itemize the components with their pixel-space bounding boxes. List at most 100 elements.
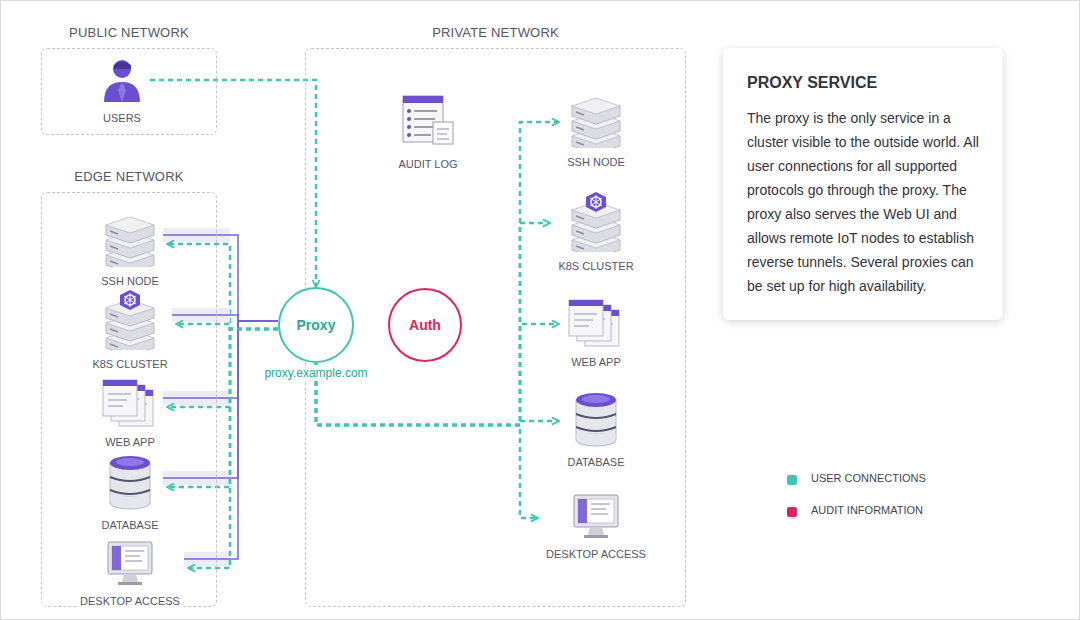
icon-shape [578,499,587,523]
web-icon [99,376,161,432]
icon-shape [433,122,453,144]
icon-shape [106,217,154,233]
icon-shape [576,246,584,249]
icon-shape [565,296,627,348]
icon-shape [103,380,137,386]
network-region: EDGE NETWORKSSH NODEK8S CLUSTERWEB APPDA… [41,192,217,607]
icon-shape [578,499,614,523]
node-label: DATABASE [99,519,160,531]
icon-shape [118,582,142,585]
connector [316,363,538,518]
icon-shape [100,288,160,350]
node-label: USERS [101,112,143,124]
icon-shape [586,192,606,212]
icon-shape [576,112,584,115]
connector [163,235,278,329]
resource-node: DESKTOP ACCESS [72,539,188,609]
user-connection-line [176,324,278,329]
icon-shape [100,56,144,104]
icon-shape [569,300,603,336]
icon-shape [576,414,616,431]
service-circle: Proxyproxy.example.com [278,287,354,363]
node-label: WEB APP [103,436,157,448]
icon-shape [103,380,137,416]
icon-shape [110,246,118,249]
network-region: PRIVATE NETWORKAUDIT LOGSSH NODEK8S CLUS… [305,48,686,607]
user-icon [100,56,144,108]
icon-shape [114,62,131,70]
icon-shape [407,133,411,137]
server-icon [566,92,626,152]
node-label: DESKTOP ACCESS [544,548,648,560]
icon-shape [113,60,131,78]
icon-shape [571,390,621,448]
resource-node: USERS [94,56,150,126]
resource-node: K8S CLUSTER [84,288,176,372]
icon-shape [105,453,155,511]
db-icon [105,453,155,515]
icon-shape [582,395,610,403]
icon-shape [116,458,144,466]
service-circle: Auth [388,288,462,362]
card-body: The proxy is the only service in a clust… [747,106,979,298]
service-hostname: proxy.example.com [262,365,369,381]
icon-shape [590,195,602,209]
icon-shape [576,434,616,446]
icon-shape [120,290,140,310]
icon-shape [108,394,131,406]
web-icon [565,296,627,352]
tunnel-line [163,321,278,398]
info-card: PROXY SERVICEThe proxy is the only servi… [723,48,1003,320]
region-heading: PUBLIC NETWORK [42,25,216,40]
server-icon [100,211,160,271]
node-label: K8S CLUSTER [556,260,635,272]
region-heading: EDGE NETWORK [42,169,216,184]
icon-shape [407,117,411,121]
k8s-icon [566,190,626,256]
resource-node: DESKTOP ACCESS [538,492,654,562]
icon-shape [112,546,148,570]
icon-shape [569,300,603,306]
tunnel-line [163,321,278,478]
icon-shape [566,190,626,252]
node-label: DATABASE [565,456,626,468]
node-label: K8S CLUSTER [90,358,169,370]
icon-shape [104,539,156,587]
service-name: Proxy [297,317,336,333]
icon-shape [576,231,584,234]
audit-icon [397,92,459,154]
icon-shape [407,125,411,129]
connector [163,321,278,487]
resource-node: SSH NODE [559,92,633,170]
resource-node: WEB APP [559,296,633,370]
user-connection-line [316,363,538,518]
resource-node: DATABASE [93,453,167,533]
resource-node: K8S CLUSTER [550,190,642,274]
resource-node: WEB APP [93,376,167,450]
icon-shape [99,376,161,428]
icon-shape [576,142,584,145]
tunnel-line [163,235,278,321]
icon-shape [577,434,616,440]
icon-shape [122,574,138,582]
icon-shape [566,92,626,148]
icon-shape [576,216,584,219]
resource-node: DATABASE [559,390,633,470]
user-connection-line [167,329,278,407]
node-label: DESKTOP ACCESS [78,595,182,607]
user-connection-line [167,329,278,487]
legend-text: AUDIT INFORMATION [811,504,923,516]
service-name: Auth [409,317,441,333]
icon-shape [118,82,126,102]
icon-shape [576,127,584,130]
icon-shape [588,527,604,535]
icon-shape [591,504,610,514]
icon-shape [108,542,152,574]
icon-shape [125,551,144,561]
icon-shape [110,329,118,332]
icon-shape [584,535,608,538]
node-label: WEB APP [569,356,623,368]
icon-shape [110,344,118,347]
connector [172,315,278,329]
